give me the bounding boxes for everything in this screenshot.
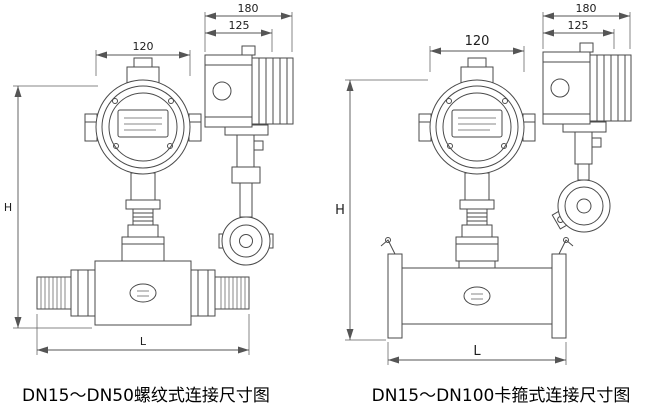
clamp-toggle-right (558, 239, 574, 255)
hex-nut-right (190, 269, 216, 317)
left-dim-height: H (4, 201, 12, 214)
left-side-view (204, 45, 294, 266)
left-dim-side-total: 180 (238, 2, 259, 15)
brand-label (129, 283, 157, 303)
threaded-end-right (214, 276, 250, 310)
right-caption: DN15～DN100卡箍式连接尺寸图 (371, 386, 631, 406)
brand-label (463, 286, 491, 306)
clamp-band-face (557, 179, 611, 233)
left-dim-side-body: 125 (229, 19, 250, 32)
clamp-toggle-left (380, 239, 396, 255)
left-dim-length: L (140, 335, 147, 348)
right-dim-side-body: 125 (568, 19, 589, 32)
right-front-view (380, 57, 574, 339)
left-dim-head-width: 120 (133, 40, 154, 53)
clamp-ferrule-right (551, 253, 567, 339)
left-caption: DN15～DN50螺纹式连接尺寸图 (22, 386, 270, 406)
threaded-end-left (36, 276, 72, 310)
left-front-view (36, 57, 250, 326)
right-dimensions: 120 H L 180 125 (335, 2, 631, 365)
threaded-connector-face (221, 216, 271, 266)
right-dim-head-width: 120 (465, 34, 490, 49)
meter-body (401, 267, 553, 325)
right-dim-length: L (473, 344, 481, 359)
meter-body (94, 260, 192, 326)
right-dim-side-total: 180 (576, 2, 597, 15)
left-dimensions: 120 H L 180 125 (4, 2, 293, 355)
clamp-ferrule-left (387, 253, 403, 339)
hex-nut-left (70, 269, 96, 317)
right-dim-height: H (335, 203, 345, 218)
right-side-view (542, 42, 632, 233)
